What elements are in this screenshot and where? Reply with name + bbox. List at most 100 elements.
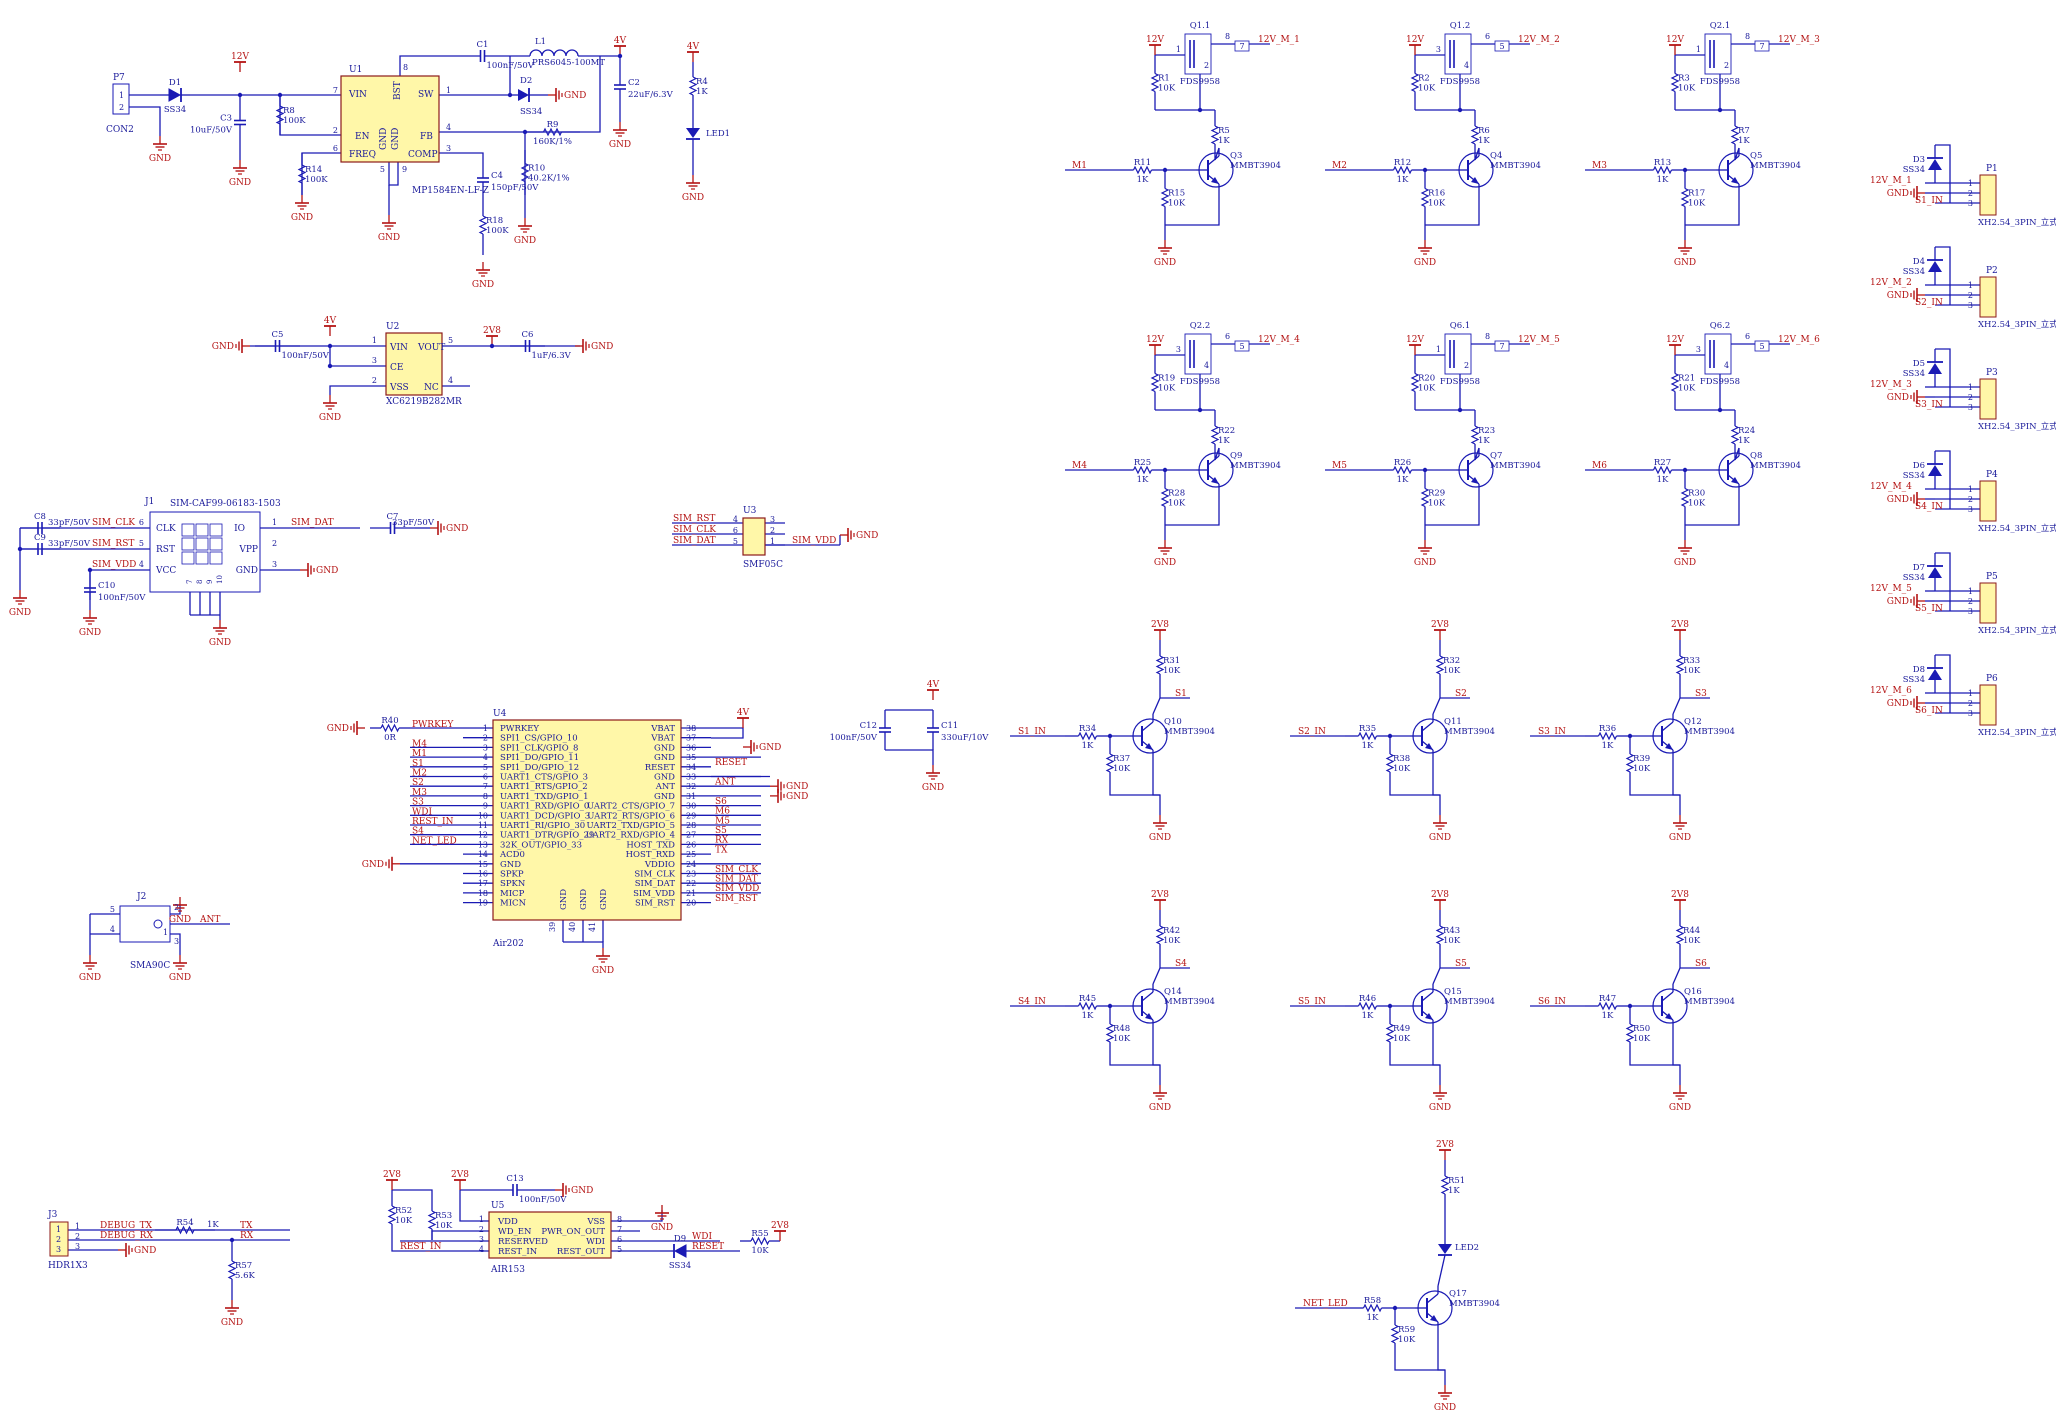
pin-number: 6: [333, 144, 338, 153]
diode-ref: D6: [1913, 461, 1925, 471]
transistor-part: MMBT3904: [1164, 997, 1215, 1007]
power-rail-label: 12V: [1406, 335, 1424, 345]
resistor-ref: R48: [1113, 1024, 1130, 1034]
ground-label: GND: [1887, 699, 1909, 709]
resistor-ref: R6: [1478, 126, 1490, 136]
junction-dot: [1717, 407, 1723, 413]
pin-name: GND: [391, 128, 401, 150]
ground-label: GND: [1414, 258, 1436, 268]
pin-number: 2: [1968, 393, 1973, 402]
diode-value: SS34: [669, 1261, 691, 1271]
resistor-value: 10K: [1428, 199, 1446, 209]
resistor-value: 10K: [1113, 1034, 1131, 1044]
resistor: [1420, 187, 1430, 208]
power-rail-label: 12V: [1406, 35, 1424, 45]
transistor-collector: [1467, 455, 1480, 466]
module-pin-name: RESET: [645, 763, 676, 773]
ground-label: GND: [1154, 258, 1176, 268]
module-pin-name: GND: [654, 753, 675, 763]
power-rail-label: 2V8: [1436, 1140, 1454, 1150]
junction-dot: [327, 363, 333, 369]
pin-number: 4: [1464, 61, 1469, 70]
junction-dot: [489, 343, 495, 349]
transistor-body: [1412, 718, 1448, 754]
transistor-collector: [1727, 455, 1740, 466]
diode-value: SS34: [1903, 369, 1925, 379]
ground-label: GND: [591, 342, 613, 352]
net-label: ANT: [714, 778, 735, 788]
resistor: [1385, 1023, 1395, 1043]
net-label: S6_IN: [1538, 997, 1566, 1007]
pin-number: 1: [1968, 179, 1973, 188]
pin-number: 8: [1745, 32, 1750, 41]
transistor-ref: Q4: [1490, 151, 1502, 161]
module-pin-name: SPKP: [500, 870, 524, 880]
resistor-ref: R2: [1418, 74, 1430, 84]
net-label: TX: [240, 1221, 253, 1231]
resistor-value: 1K: [1218, 136, 1230, 146]
pin-name: FREQ: [349, 150, 376, 160]
net-label: REST_IN: [400, 1242, 442, 1252]
wires-layer: [19, 43, 1980, 1385]
resistor-value: 1K: [1397, 475, 1409, 485]
ic-part: Air202: [492, 939, 524, 949]
ic-part: MP1584EN-LF-Z: [412, 186, 489, 196]
net-label: DEBUG_RX: [100, 1231, 153, 1241]
ground-label: GND: [221, 1318, 243, 1328]
resistor-value: 10K: [1678, 84, 1696, 94]
capacitor-ref: C6: [522, 330, 534, 340]
resistor-ref: R5: [1218, 126, 1230, 136]
ground-label: GND: [291, 213, 313, 223]
resistor: [1680, 487, 1690, 508]
wire: [1935, 654, 1951, 713]
pin-number: 39: [548, 922, 557, 932]
capacitor-ref: C11: [941, 721, 958, 731]
transistor-body: [1718, 452, 1754, 488]
ground-label: GND: [1669, 1103, 1691, 1113]
pin-number: 3: [75, 1242, 80, 1251]
module-pin-name: UART1_DCD/GPIO_3: [500, 811, 590, 821]
power-rail-label: 2V8: [1431, 620, 1449, 630]
pin-number: 2: [479, 1225, 484, 1234]
module-pin-name: 32K_OUT/GPIO_33: [500, 840, 582, 850]
resistor-ref: R11: [1134, 158, 1151, 168]
mosfet-ref: Q1.2: [1450, 21, 1471, 31]
ground-label: GND: [149, 154, 171, 164]
capacitor-ref: C1: [477, 40, 489, 50]
resistor-ref: R29: [1428, 489, 1445, 499]
resistor-value: 10K: [1633, 764, 1651, 774]
sim-contact: [195, 523, 209, 537]
pin-number: 25: [686, 850, 696, 859]
resistor: [1597, 1001, 1618, 1011]
junction-dot: [1682, 467, 1688, 473]
power-rail-label: 2V8: [1151, 890, 1169, 900]
mosfet-part: FDS9958: [1700, 377, 1740, 387]
resistor: [1362, 1303, 1383, 1313]
resistor: [1390, 1324, 1400, 1344]
wire: [1165, 492, 1220, 526]
resistor-ref: R9: [547, 120, 559, 130]
connector-part: XH2.54_3PIN_立式: [1978, 625, 2056, 636]
transistor-arrow: [1731, 177, 1739, 184]
transistor-part: MMBT3904: [1490, 161, 1541, 171]
resistor: [542, 127, 563, 137]
pin-number: 26: [686, 840, 696, 849]
connector-part: XH2.54_3PIN_立式: [1978, 727, 2056, 738]
pin-number: 33: [686, 773, 696, 782]
pin-number: 3: [372, 356, 377, 365]
resistor-ref: R24: [1738, 426, 1755, 436]
wire: [1152, 1028, 1161, 1085]
pin-number: 7: [333, 86, 338, 95]
pin-number: 6: [733, 526, 738, 535]
resistor-value: 100K: [305, 175, 328, 185]
transistor-body: [1132, 988, 1168, 1024]
resistor-value: 1K: [1657, 475, 1669, 485]
module-pin-name: SPI1_CLK/GPIO_8: [500, 743, 578, 753]
wire: [1437, 1254, 1446, 1287]
pin-number: 8: [617, 1215, 622, 1224]
pin-number: 2: [1968, 597, 1973, 606]
pin-name: CLK: [156, 524, 176, 534]
junction-dot: [1457, 407, 1463, 413]
pin-name: VIN: [348, 90, 367, 100]
wdt-pin-name: REST_IN: [498, 1247, 538, 1257]
